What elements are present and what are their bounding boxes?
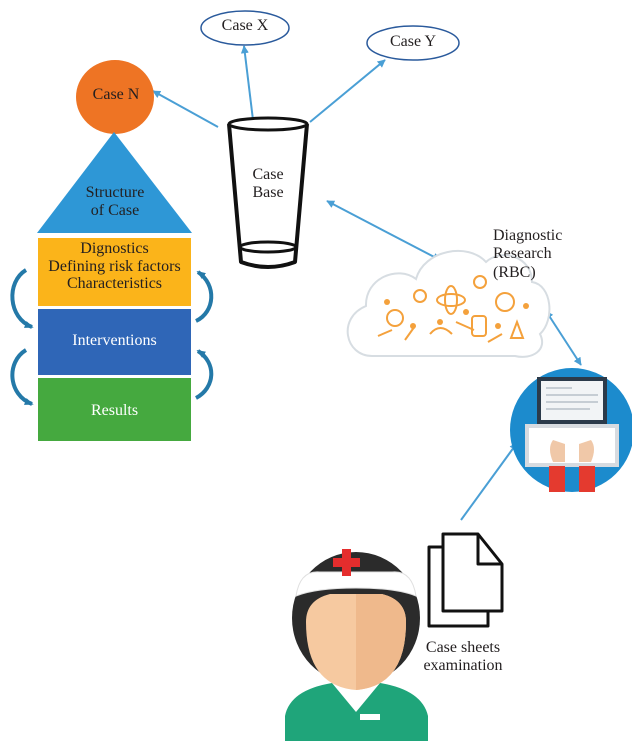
case-base-glass-icon — [227, 116, 309, 269]
case-sheets-icon — [427, 532, 504, 628]
loop-arrow-right-upper — [194, 270, 214, 323]
case-n-circle — [76, 60, 154, 134]
diagnostic-research-label: Diagnostic Research (RBC) — [493, 227, 585, 282]
loop-arrow-right-lower — [194, 349, 214, 400]
box-interventions — [38, 309, 191, 375]
arrow-to-case-x — [240, 45, 254, 121]
research-line-3: (RBC) — [493, 263, 536, 281]
case-base-line-2: Base — [252, 184, 284, 202]
research-line-2: Research — [493, 245, 552, 263]
case-x-label: Case X — [221, 17, 269, 34]
case-base-label: Case Base — [230, 166, 306, 203]
structure-line-2: of Case — [90, 202, 140, 220]
research-line-1: Diagnostic — [493, 227, 563, 244]
arrow-to-case-n — [152, 90, 219, 128]
box-diagnostics — [38, 238, 191, 306]
arrow-sheets-laptop — [460, 442, 518, 521]
sheets-line-2: examination — [423, 657, 503, 675]
diagnostics-box-text: Dignostics Defining risk factors Charact… — [38, 240, 191, 293]
structure-triangle — [37, 132, 192, 233]
diagnostics-line-2: Defining risk factors — [48, 257, 181, 275]
case-y-ellipse — [366, 25, 460, 61]
laptop-user-icon — [510, 368, 632, 492]
case-y-label: Case Y — [389, 33, 437, 50]
nurse-icon — [285, 549, 428, 741]
case-n-label: Case N — [92, 86, 140, 103]
structure-of-case-label: Structure of Case — [40, 184, 190, 221]
arrow-research-laptop — [545, 310, 582, 366]
box-results — [38, 378, 191, 441]
structure-line-1: Structure — [85, 184, 145, 201]
results-label: Results — [90, 402, 139, 419]
loop-arrow-left-lower — [10, 348, 34, 406]
case-x-ellipse — [200, 10, 290, 46]
case-base-line-1: Case — [252, 166, 284, 183]
sheets-line-1: Case sheets — [425, 639, 501, 656]
diagnostics-line-3: Characteristics — [66, 275, 163, 293]
arrow-base-research — [326, 200, 441, 261]
research-cloud-icon — [346, 249, 551, 358]
case-sheets-label: Case sheets examination — [405, 639, 521, 676]
diagnostics-line-1: Dignostics — [80, 240, 149, 257]
loop-arrow-left-upper — [10, 268, 34, 329]
interventions-label: Interventions — [72, 332, 157, 349]
arrow-to-case-y — [309, 59, 386, 123]
